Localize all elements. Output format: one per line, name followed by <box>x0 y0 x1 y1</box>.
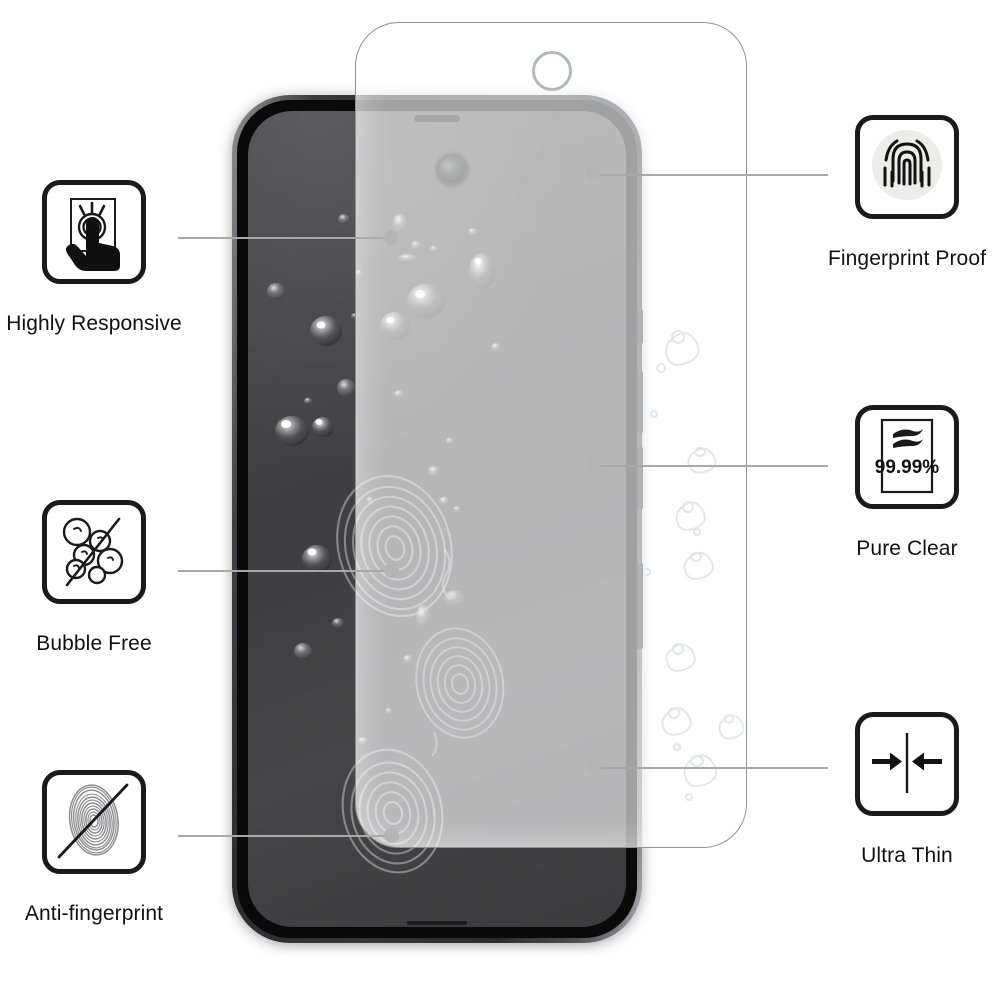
bubbles-crossed-icon <box>42 500 146 604</box>
thickness-arrows-icon <box>855 712 959 816</box>
camera-cutout-icon <box>532 51 572 91</box>
clarity-screen-icon: 99.99% <box>855 405 959 509</box>
feature-highly-responsive[interactable]: Highly Responsive <box>6 180 182 335</box>
feature-bubble-free[interactable]: Bubble Free <box>36 500 152 655</box>
touch-hand-icon <box>42 180 146 284</box>
feature-anti-fingerprint[interactable]: Anti-fingerprint <box>25 770 163 925</box>
feature-label-anti-fingerprint: Anti-fingerprint <box>24 902 164 925</box>
feature-fingerprint-proof[interactable]: Fingerprint Proof <box>828 115 986 270</box>
feature-ultra-thin[interactable]: Ultra Thin <box>855 712 959 867</box>
leader-line-highly-responsive <box>178 237 392 239</box>
leader-dot-anti-fingerprint <box>384 828 399 843</box>
leader-dot-bubble-free <box>384 563 399 578</box>
feature-label-ultra-thin: Ultra Thin <box>861 844 953 867</box>
leader-line-ultra-thin <box>598 767 828 769</box>
fingerprint-crossed-icon <box>42 770 146 874</box>
feature-pure-clear[interactable]: 99.99% Pure Clear <box>855 405 959 560</box>
leader-line-anti-fingerprint <box>178 835 392 837</box>
feature-label-bubble-free: Bubble Free <box>36 632 152 655</box>
leader-dot-highly-responsive <box>384 230 399 245</box>
bottom-speaker-icon <box>407 921 467 925</box>
leader-dot-fingerprint-proof <box>586 167 601 182</box>
leader-line-fingerprint-proof <box>598 174 828 176</box>
pure-clear-badge: 99.99% <box>875 457 940 478</box>
screen-protector-sheet <box>355 22 747 848</box>
leader-line-bubble-free <box>178 570 392 572</box>
leader-dot-ultra-thin <box>586 760 601 775</box>
feature-label-pure-clear: Pure Clear <box>856 537 958 560</box>
fingerprint-circle-icon <box>855 115 959 219</box>
feature-label-fingerprint-proof: Fingerprint Proof <box>827 247 987 270</box>
feature-label-highly-responsive: Highly Responsive <box>6 312 182 335</box>
leader-line-pure-clear <box>598 465 828 467</box>
leader-dot-pure-clear <box>586 458 601 473</box>
